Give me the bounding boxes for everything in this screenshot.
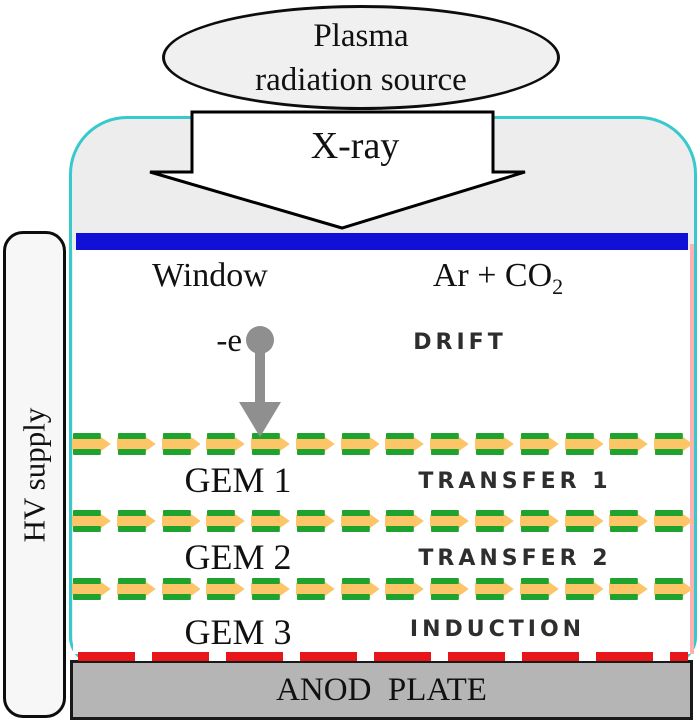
xray-arrow [149,110,526,230]
gem-foil-unit [519,578,559,600]
gem-foil-row [72,510,693,532]
anode-plate-label: ANOD PLATE [276,671,487,708]
gem-foil-unit [251,578,290,600]
plasma-source-ellipse: Plasma radiation source [162,5,560,110]
gem-foil-unit [161,578,201,600]
gem-foil-unit [654,433,693,455]
gem-foil-unit [206,433,246,455]
gem-foil-unit [430,578,470,600]
anode-plate: ANOD PLATE [70,660,693,720]
gem-foil-unit [564,578,604,600]
gem-foil-unit [72,578,111,600]
gem-foil-unit [295,578,335,600]
gas-subscript: 2 [552,273,564,299]
gem-foil-unit [609,510,649,532]
hv-supply-label: HV supply [16,407,52,542]
gem-foil-unit [295,433,335,455]
electron-dot-icon [246,326,274,354]
gem-foil-unit [295,510,335,532]
gem-foil-unit [609,433,649,455]
electron-label: -e [216,323,242,359]
drift-region-label: DRIFT [413,330,507,355]
gem-foil-unit [72,510,111,532]
gem-foil-unit [654,510,693,532]
induction-region-label: INDUCTION [409,617,586,642]
hv-supply-box: HV supply [3,231,66,718]
gem-foil-unit [251,510,290,532]
gem-foil-unit [340,510,380,532]
gem1-label: GEM 1 [184,460,292,500]
gem-foil-unit [654,578,693,600]
gem-foil-row [72,578,693,600]
gem-foil-unit [161,510,201,532]
gem-foil-unit [564,433,604,455]
gem-foil-unit [430,433,470,455]
gem-foil-unit [519,433,559,455]
gem-foil-unit [72,433,111,455]
gem-foil-unit [430,510,470,532]
gem-foil-unit [116,510,156,532]
gem-foil-unit [251,433,290,455]
gem-foil-unit [116,433,156,455]
gem-foil-unit [385,510,425,532]
window-label: Window [152,257,268,294]
readout-strip-dashes [78,652,688,661]
gem-foil-unit [475,433,514,455]
gem-foil-unit [385,578,425,600]
plasma-source-line2: radiation source [255,61,467,98]
gem3-label: GEM 3 [184,612,292,652]
electron-drift-arrow-icon [239,352,281,437]
gem-foil-unit [564,510,604,532]
gem-foil-unit [609,578,649,600]
gas-name: Ar + CO [432,257,553,294]
gem-foil-unit [206,510,246,532]
gem2-label: GEM 2 [184,537,292,577]
gem-foil-row [72,433,693,455]
gem-foil-unit [340,578,380,600]
gem-foil-unit [340,433,380,455]
plasma-source-line1: Plasma [313,17,409,54]
field-line-right [690,244,694,654]
gem-foil-unit [206,578,246,600]
transfer2-region-label: TRANSFER 2 [418,546,612,571]
gem-foil-unit [519,510,559,532]
window-electrode-bar [76,233,688,250]
gem-foil-unit [385,433,425,455]
gem-foil-unit [475,510,514,532]
xray-label: X-ray [310,125,400,167]
gas-mixture-label: Ar + CO2 [398,257,598,300]
gem-foil-unit [475,578,514,600]
gem-foil-unit [161,433,201,455]
gem-foil-unit [116,578,156,600]
transfer1-region-label: TRANSFER 1 [418,469,612,494]
